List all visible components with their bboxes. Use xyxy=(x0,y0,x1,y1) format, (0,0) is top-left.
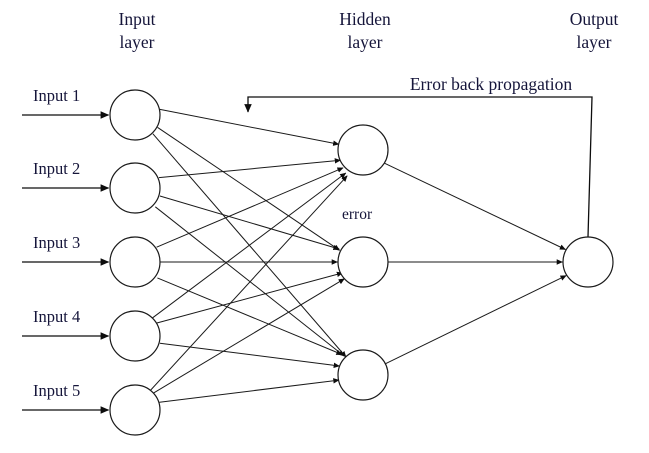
edge-in5-h3 xyxy=(159,378,340,403)
input-node-4 xyxy=(109,310,161,362)
output-layer-title-line1: Output xyxy=(570,9,619,29)
edge-in5-h2 xyxy=(153,278,345,394)
input-label-5: Input 5 xyxy=(33,381,80,400)
layer-titles: Input layer Hidden layer Output layer xyxy=(119,9,619,52)
edge-in2-h1 xyxy=(158,158,341,179)
edge-h3-out xyxy=(385,275,567,365)
input-node-2 xyxy=(109,162,161,214)
hidden-node-1 xyxy=(337,124,389,176)
hidden-layer-title-line2: layer xyxy=(348,32,383,52)
input-label-1: Input 1 xyxy=(33,86,80,105)
error-label: error xyxy=(342,206,373,223)
hidden-node-3 xyxy=(337,349,389,401)
hidden-layer-title-line1: Hidden xyxy=(339,9,391,29)
edge-in1-h2 xyxy=(157,126,341,251)
edge-in2-h2 xyxy=(159,195,340,250)
input-node-3 xyxy=(109,236,161,288)
annotations: Error back propagation error xyxy=(342,74,572,223)
input-label-3: Input 3 xyxy=(33,233,80,252)
input-labels: Input 1 Input 2 Input 3 Input 4 Input 5 xyxy=(33,86,80,400)
hidden-layer-nodes xyxy=(337,124,389,401)
input-label-2: Input 2 xyxy=(33,159,80,178)
output-node-1 xyxy=(562,236,614,288)
output-layer-title-line2: layer xyxy=(577,32,612,52)
input-to-hidden-edges xyxy=(149,108,348,403)
edge-in4-h3 xyxy=(159,342,340,368)
hidden-to-output-edges xyxy=(383,162,567,365)
edge-in4-h1 xyxy=(152,172,347,319)
hidden-node-2 xyxy=(337,236,389,288)
input-node-1 xyxy=(109,89,161,141)
input-label-4: Input 4 xyxy=(33,307,80,326)
edge-in1-h1 xyxy=(159,108,340,146)
input-feed-arrows xyxy=(22,111,110,414)
edge-in4-h2 xyxy=(156,271,344,324)
input-layer-title-line1: Input xyxy=(119,9,156,29)
input-node-5 xyxy=(109,384,161,436)
edge-h1-out xyxy=(383,162,566,250)
input-layer-nodes xyxy=(109,89,161,436)
backprop-feedback-arrow xyxy=(244,96,593,238)
output-layer-nodes xyxy=(562,236,614,288)
backprop-label: Error back propagation xyxy=(410,74,573,94)
edge-in3-h3 xyxy=(157,277,343,355)
input-layer-title-line2: layer xyxy=(120,32,155,52)
edge-in3-h1 xyxy=(156,167,344,248)
edge-in5-h1 xyxy=(149,175,348,391)
error-backpropagation-path xyxy=(244,96,593,238)
